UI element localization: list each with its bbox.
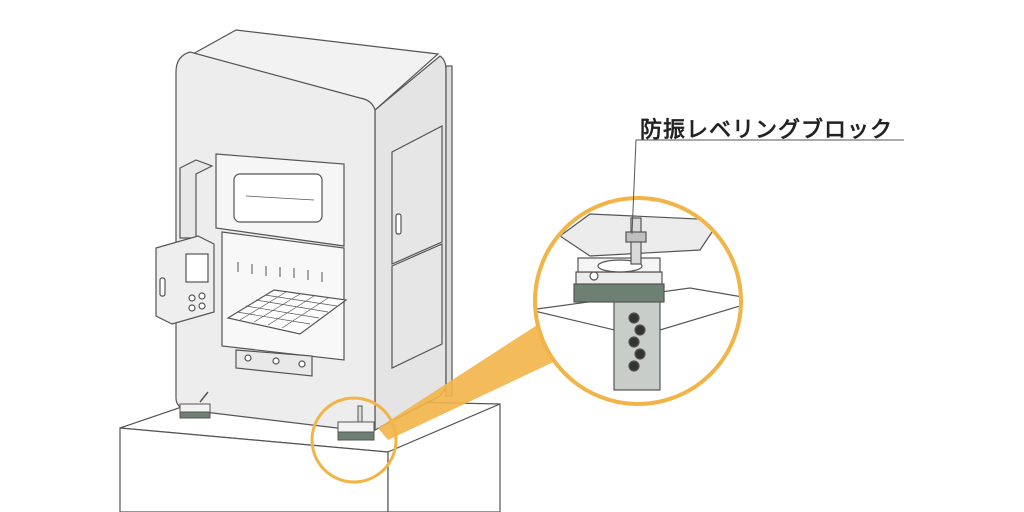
control-arm <box>179 159 214 239</box>
pedestal-left-face <box>119 427 389 512</box>
control-handle <box>159 277 166 297</box>
window-reflection <box>245 195 315 201</box>
callout-leader-line <box>631 139 904 235</box>
detail-block-middle <box>575 271 663 285</box>
pedestal-right-face <box>387 403 501 512</box>
machine-cabinet <box>155 29 453 433</box>
detail-side-screw <box>589 271 599 281</box>
bolster-hole-3 <box>298 360 306 368</box>
zoom-detail <box>533 196 743 406</box>
side-door-lower <box>391 243 443 369</box>
zoom-connector <box>378 318 562 440</box>
leveling-block-right <box>337 405 375 441</box>
control-screen <box>185 253 209 283</box>
detail-block-base <box>573 283 665 303</box>
zoom-source-circle <box>310 396 398 484</box>
bolster-hole-2 <box>272 357 280 365</box>
die-grid <box>226 289 348 335</box>
control-button-3 <box>188 304 196 312</box>
leveling-block-left <box>179 403 211 419</box>
control-button-4 <box>198 302 206 310</box>
cabinet-back-strip <box>445 65 453 397</box>
bolster-hole-1 <box>244 354 252 362</box>
foot-bracket <box>199 391 209 403</box>
die-grid-lines <box>236 291 338 329</box>
control-button-1 <box>188 294 196 302</box>
punch-row <box>237 262 323 282</box>
detail-bolt-nut <box>625 231 647 243</box>
side-door-handle <box>395 213 402 235</box>
detail-spring-coil <box>628 312 646 372</box>
callout-label: 防振レベリングブロック <box>640 118 894 143</box>
control-button-2 <box>198 292 206 300</box>
detail-mount-column <box>613 289 661 391</box>
side-door-upper <box>391 125 443 265</box>
